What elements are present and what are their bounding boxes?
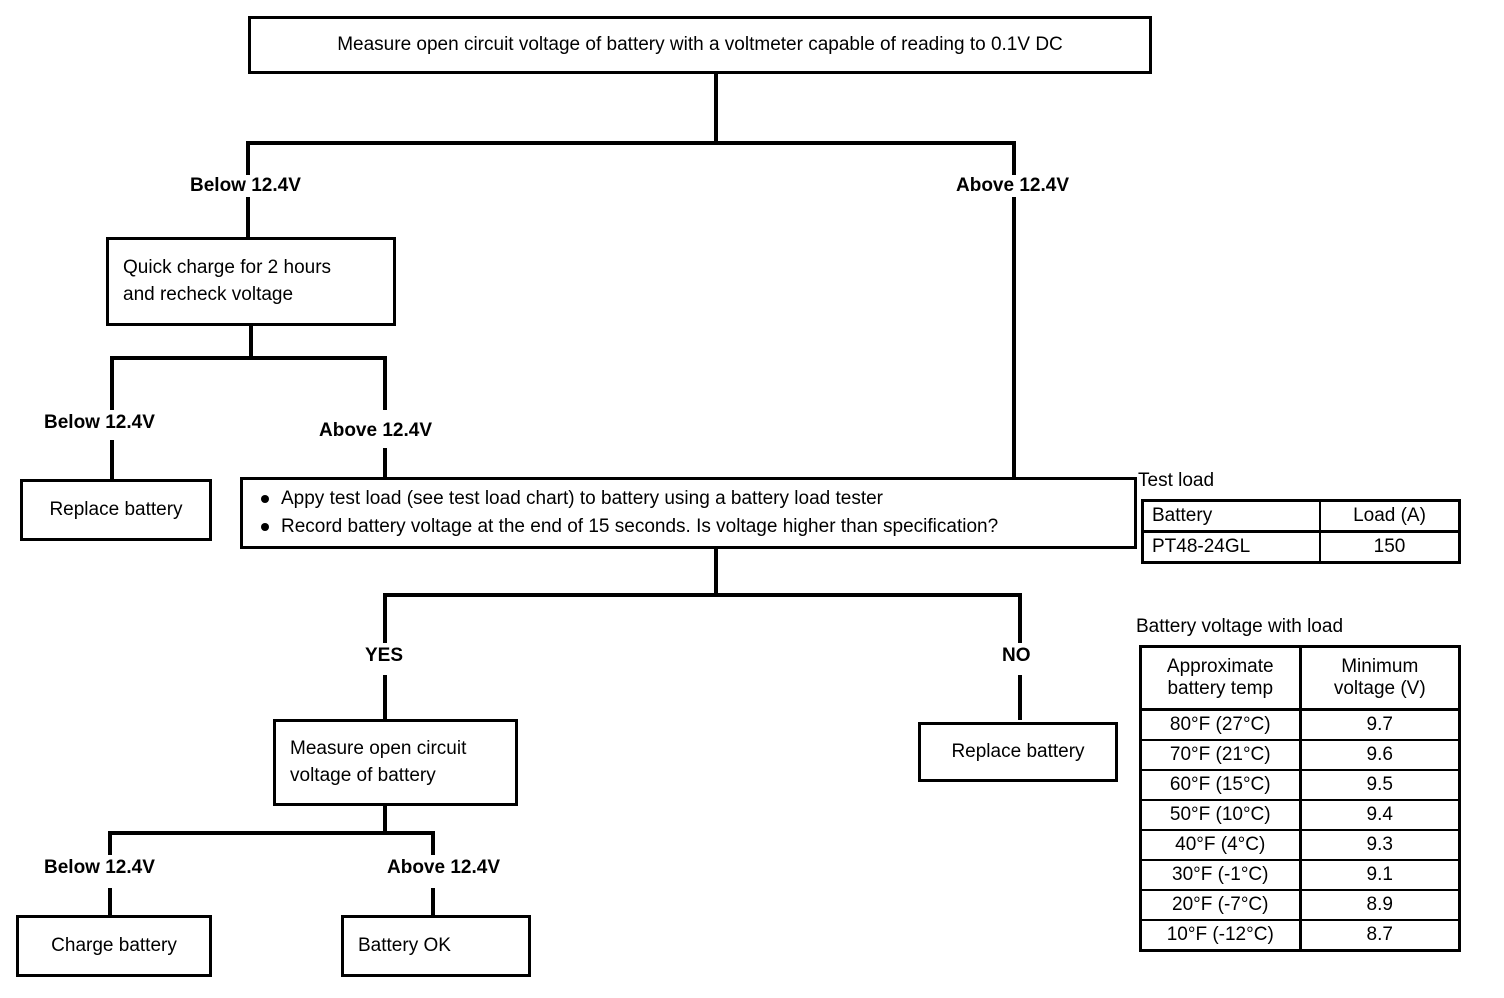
voltage-header-temp-line-1: Approximate <box>1166 656 1274 677</box>
test-load-header-battery: Battery <box>1141 499 1322 533</box>
measure-ocv-line-2: voltage of battery <box>290 764 436 786</box>
connector-branch3-no <box>1018 593 1022 643</box>
voltage-header-temp-line-2: battery temp <box>1167 678 1274 699</box>
test-load-bullet-1: Appy test load (see test load chart) to … <box>259 485 1134 514</box>
table-row: 40°F (4°C) 9.3 <box>1139 829 1461 861</box>
replace-battery-box-1: Replace battery <box>20 479 212 541</box>
connector-branch2-left <box>110 356 114 410</box>
branch-label-above-3: Above 12.4V <box>385 857 502 879</box>
voltage-table-caption: Battery voltage with load <box>1136 616 1344 637</box>
voltage-cell-temp: 30°F (-1°C) <box>1139 859 1302 891</box>
voltage-cell-temp: 10°F (-12°C) <box>1139 919 1302 952</box>
voltage-table-header-row: Approximate battery temp Minimum voltage… <box>1139 645 1461 711</box>
charge-battery-text: Charge battery <box>51 934 177 956</box>
start-box-text: Measure open circuit voltage of battery … <box>337 33 1063 55</box>
branch-label-above-2: Above 12.4V <box>317 420 434 442</box>
table-row: 60°F (15°C) 9.5 <box>1139 769 1461 801</box>
table-row: 50°F (10°C) 9.4 <box>1139 799 1461 831</box>
table-row: 10°F (-12°C) 8.7 <box>1139 919 1461 952</box>
connector-to-testload <box>383 448 387 480</box>
connector-split-1 <box>246 141 1016 145</box>
connector-split-2 <box>110 356 387 360</box>
connector-to-replace-1 <box>110 440 114 480</box>
table-row: PT48-24GL 150 <box>1141 530 1461 564</box>
connector-testload-down <box>714 549 718 596</box>
quick-charge-line-1: Quick charge for 2 hours <box>123 257 332 279</box>
test-load-instructions-box: Appy test load (see test load chart) to … <box>240 477 1137 549</box>
measure-ocv-box: Measure open circuit voltage of battery <box>273 719 518 806</box>
voltage-header-minimum-line-1: Minimum <box>1341 656 1419 677</box>
voltage-cell-min: 9.5 <box>1299 769 1461 801</box>
replace-battery-text-2: Replace battery <box>951 740 1085 762</box>
test-load-cell-battery: PT48-24GL <box>1141 530 1322 564</box>
battery-ok-text: Battery OK <box>358 934 451 956</box>
branch-label-below-2: Below 12.4V <box>42 412 157 434</box>
charge-battery-box: Charge battery <box>16 915 212 977</box>
voltage-cell-min: 9.4 <box>1299 799 1461 831</box>
voltage-cell-temp: 50°F (10°C) <box>1139 799 1302 831</box>
table-row: 20°F (-7°C) 8.9 <box>1139 889 1461 921</box>
test-load-table: Battery Load (A) PT48-24GL 150 <box>1141 499 1461 564</box>
table-row: 70°F (21°C) 9.6 <box>1139 739 1461 771</box>
voltage-cell-min: 8.9 <box>1299 889 1461 921</box>
test-load-table-header-row: Battery Load (A) <box>1141 499 1461 533</box>
connector-branch2-right <box>383 356 387 410</box>
voltage-header-minimum-line-2: voltage (V) <box>1333 678 1426 699</box>
voltage-cell-min: 9.3 <box>1299 829 1461 861</box>
connector-start-down <box>714 74 718 143</box>
quick-charge-line-2: and recheck voltage <box>123 283 294 305</box>
quick-charge-box: Quick charge for 2 hours and recheck vol… <box>106 237 396 326</box>
voltage-cell-min: 8.7 <box>1299 919 1461 952</box>
test-load-bullet-2: Record battery voltage at the end of 15 … <box>259 513 1134 542</box>
connector-to-replace-2 <box>1018 675 1022 720</box>
connector-measure-down <box>383 806 387 834</box>
connector-split-4 <box>108 831 435 835</box>
connector-to-battery-ok <box>431 888 435 916</box>
branch-label-yes: YES <box>363 645 406 667</box>
voltage-cell-min: 9.7 <box>1299 708 1461 741</box>
connector-branch4-right <box>431 831 435 855</box>
test-load-cell-load: 150 <box>1319 530 1461 564</box>
measure-ocv-line-1: Measure open circuit <box>290 738 467 760</box>
voltage-header-temp: Approximate battery temp <box>1139 645 1302 711</box>
voltage-table: Approximate battery temp Minimum voltage… <box>1139 645 1461 952</box>
connector-branch3-yes <box>383 593 387 643</box>
voltage-header-minimum: Minimum voltage (V) <box>1299 645 1461 711</box>
connector-branch4-left <box>108 831 112 855</box>
replace-battery-box-2: Replace battery <box>918 722 1118 782</box>
branch-label-no: NO <box>1000 645 1033 667</box>
voltage-cell-temp: 20°F (-7°C) <box>1139 889 1302 921</box>
connector-split-3 <box>383 593 1022 597</box>
connector-branch1-right <box>1012 141 1016 479</box>
branch-label-above-1: Above 12.4V <box>954 175 1071 197</box>
start-box: Measure open circuit voltage of battery … <box>248 16 1152 74</box>
connector-to-charge-battery <box>108 888 112 916</box>
voltage-cell-temp: 70°F (21°C) <box>1139 739 1302 771</box>
connector-to-measure-ocv <box>383 675 387 720</box>
table-row: 80°F (27°C) 9.7 <box>1139 708 1461 741</box>
connector-quickcharge-down <box>249 326 253 360</box>
branch-label-below-1: Below 12.4V <box>188 175 303 197</box>
test-load-header-load: Load (A) <box>1319 499 1461 533</box>
battery-ok-box: Battery OK <box>341 915 531 977</box>
voltage-cell-temp: 40°F (4°C) <box>1139 829 1302 861</box>
voltage-cell-min: 9.1 <box>1299 859 1461 891</box>
voltage-cell-temp: 80°F (27°C) <box>1139 708 1302 741</box>
replace-battery-text-1: Replace battery <box>49 498 183 520</box>
voltage-table-body: 80°F (27°C) 9.7 70°F (21°C) 9.6 60°F (15… <box>1139 708 1461 952</box>
voltage-cell-min: 9.6 <box>1299 739 1461 771</box>
test-load-table-caption: Test load <box>1138 470 1215 491</box>
table-row: 30°F (-1°C) 9.1 <box>1139 859 1461 891</box>
branch-label-below-3: Below 12.4V <box>42 857 157 879</box>
voltage-cell-temp: 60°F (15°C) <box>1139 769 1302 801</box>
